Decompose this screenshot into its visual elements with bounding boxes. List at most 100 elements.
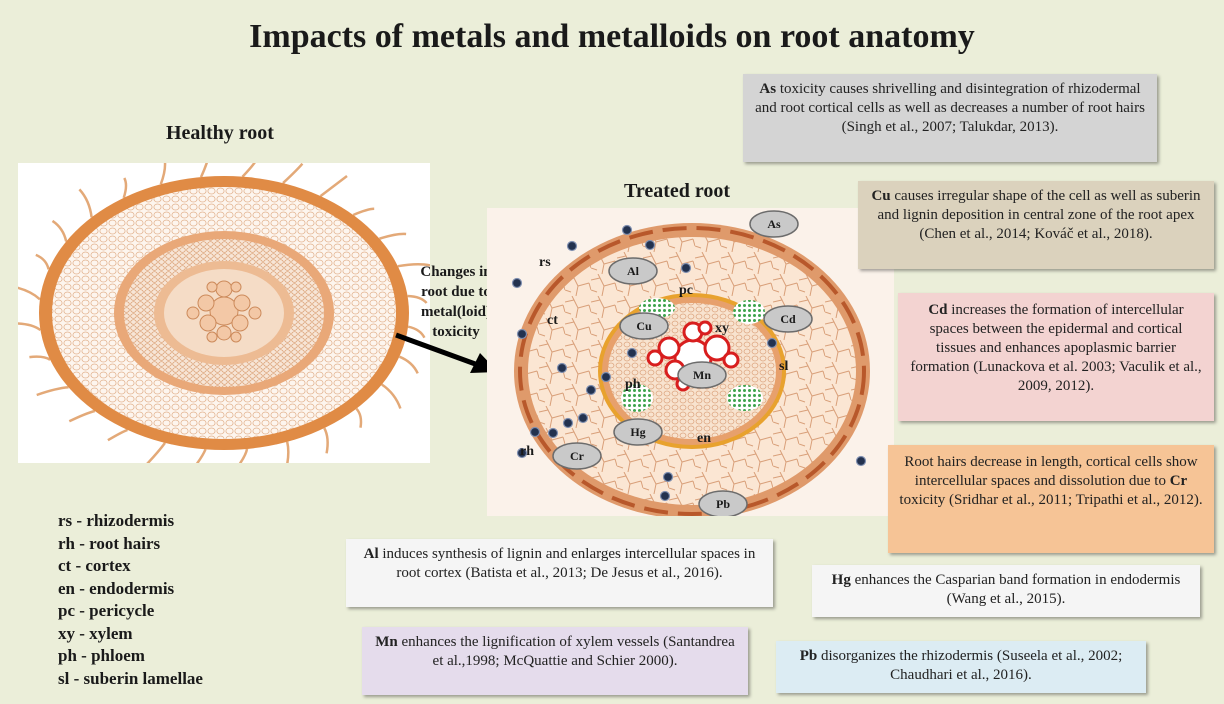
box-metal: Cu xyxy=(871,188,890,204)
metal-particle xyxy=(857,457,866,466)
cu-marker: Cu xyxy=(620,313,668,339)
root-hair xyxy=(321,176,348,196)
metal-particle xyxy=(587,386,596,395)
metal-particle xyxy=(531,428,540,437)
legend-item: sl - suberin lamellae xyxy=(58,668,203,691)
cu-effect-box: Cu causes irregular shape of the cell as… xyxy=(858,181,1214,269)
tissue-label-en: en xyxy=(697,431,711,446)
root-hair xyxy=(36,255,49,269)
cd-effect-box: Cd increases the formation of intercellu… xyxy=(898,293,1214,421)
legend-item: rh - root hairs xyxy=(58,533,203,556)
tissue-label-ct: ct xyxy=(547,313,558,328)
treated-root-label: Treated root xyxy=(624,180,730,203)
healthy-root-label: Healthy root xyxy=(166,122,274,145)
metal-label: Cr xyxy=(570,449,585,463)
box-metal: Al xyxy=(364,546,379,562)
metal-particle xyxy=(768,339,777,348)
root-hair xyxy=(283,164,302,183)
legend-item: xy - xylem xyxy=(58,623,203,646)
metal-particle xyxy=(602,373,611,382)
mn-effect-box: Mn enhances the lignification of xylem v… xyxy=(362,627,748,695)
box-metal: As xyxy=(759,81,776,97)
metal-particle xyxy=(646,241,655,250)
root-hair xyxy=(382,385,401,409)
hg-effect-box: Hg enhances the Casparian band formation… xyxy=(812,565,1200,617)
box-text: enhances the Casparian band formation in… xyxy=(851,572,1180,607)
box-text: toxicity (Sridhar et al., 2011; Tripathi… xyxy=(899,492,1202,508)
root-hair xyxy=(379,234,406,239)
box-text: causes irregular shape of the cell as we… xyxy=(878,188,1201,242)
box-text: disorganizes the rhizodermis (Suseela et… xyxy=(817,648,1122,683)
root-hair xyxy=(201,163,210,177)
box-metal: Cd xyxy=(928,302,947,318)
mn-marker: Mn xyxy=(678,362,726,388)
cr-effect-box: Root hairs decrease in length, cortical … xyxy=(888,445,1214,553)
metal-label: Hg xyxy=(630,425,645,439)
metal-particle xyxy=(664,473,673,482)
box-text: Root hairs decrease in length, cortical … xyxy=(904,454,1197,489)
treated-root-panel: AsAlCu CdMnHgCrPb rs ct pc xy sl ph en rh xyxy=(487,208,894,516)
metal-particle xyxy=(568,242,577,251)
metal-label: Mn xyxy=(693,368,711,382)
legend-item: pc - pericycle xyxy=(58,600,203,623)
pb-effect-box: Pb disorganizes the rhizodermis (Suseela… xyxy=(776,641,1146,693)
as-effect-box: As toxicity causes shrivelling and disin… xyxy=(743,74,1157,162)
hg-marker: Hg xyxy=(614,419,662,445)
root-hair xyxy=(108,430,128,440)
tissue-label-pc: pc xyxy=(679,283,693,298)
al-effect-box: Al induces synthesis of lignin and enlar… xyxy=(346,539,773,607)
root-hair xyxy=(353,209,374,215)
root-hair xyxy=(53,221,67,242)
root-hair xyxy=(79,189,91,217)
metal-particle xyxy=(558,364,567,373)
box-metal: Pb xyxy=(800,648,818,664)
metal-label: Cu xyxy=(636,319,652,333)
box-text: enhances the lignification of xylem vess… xyxy=(398,634,735,669)
box-metal: Mn xyxy=(375,634,398,650)
tissue-label-rh: rh xyxy=(520,444,534,459)
box-metal: Cr xyxy=(1170,473,1188,489)
metal-particle xyxy=(623,226,632,235)
metal-label: Cd xyxy=(780,312,796,326)
page-title: Impacts of metals and metalloids on root… xyxy=(0,18,1224,56)
tissue-label-ph: ph xyxy=(625,377,641,392)
pb-marker: Pb xyxy=(699,491,747,516)
metal-particle xyxy=(549,429,558,438)
healthy-root-panel xyxy=(18,163,430,463)
legend: rs - rhizodermis rh - root hairs ct - co… xyxy=(58,510,203,690)
root-hair xyxy=(18,323,40,330)
metal-particle xyxy=(513,279,522,288)
legend-item: ph - phloem xyxy=(58,645,203,668)
root-hair xyxy=(69,411,95,421)
tissue-label-rs: rs xyxy=(539,255,551,270)
root-hair xyxy=(237,449,247,463)
cd-marker: Cd xyxy=(764,306,812,332)
root-hair xyxy=(18,286,40,299)
cr-marker: Cr xyxy=(553,443,601,469)
as-marker: As xyxy=(750,211,798,237)
root-hair xyxy=(191,449,206,463)
metal-particle xyxy=(579,414,588,423)
root-hair xyxy=(29,357,50,360)
root-hair xyxy=(37,387,69,395)
metal-particle xyxy=(564,419,573,428)
root-hair xyxy=(324,428,327,453)
tissue-label-sl: sl xyxy=(779,359,788,374)
al-marker: Al xyxy=(609,258,657,284)
root-hair xyxy=(243,163,257,177)
metal-particle xyxy=(518,330,527,339)
legend-item: ct - cortex xyxy=(58,555,203,578)
legend-item: rs - rhizodermis xyxy=(58,510,203,533)
metal-particle xyxy=(661,492,670,501)
box-text: induces synthesis of lignin and enlarges… xyxy=(379,546,756,581)
healthy-root-illustration xyxy=(18,163,430,463)
box-text: toxicity causes shrivelling and disinteg… xyxy=(755,81,1145,135)
tissue-label-xy: xy xyxy=(715,321,729,336)
root-hair xyxy=(161,163,165,184)
metal-label: Pb xyxy=(716,497,730,511)
root-hair xyxy=(124,178,126,198)
metal-label: As xyxy=(767,217,781,231)
legend-item: en - endodermis xyxy=(58,578,203,601)
box-metal: Hg xyxy=(832,572,851,588)
